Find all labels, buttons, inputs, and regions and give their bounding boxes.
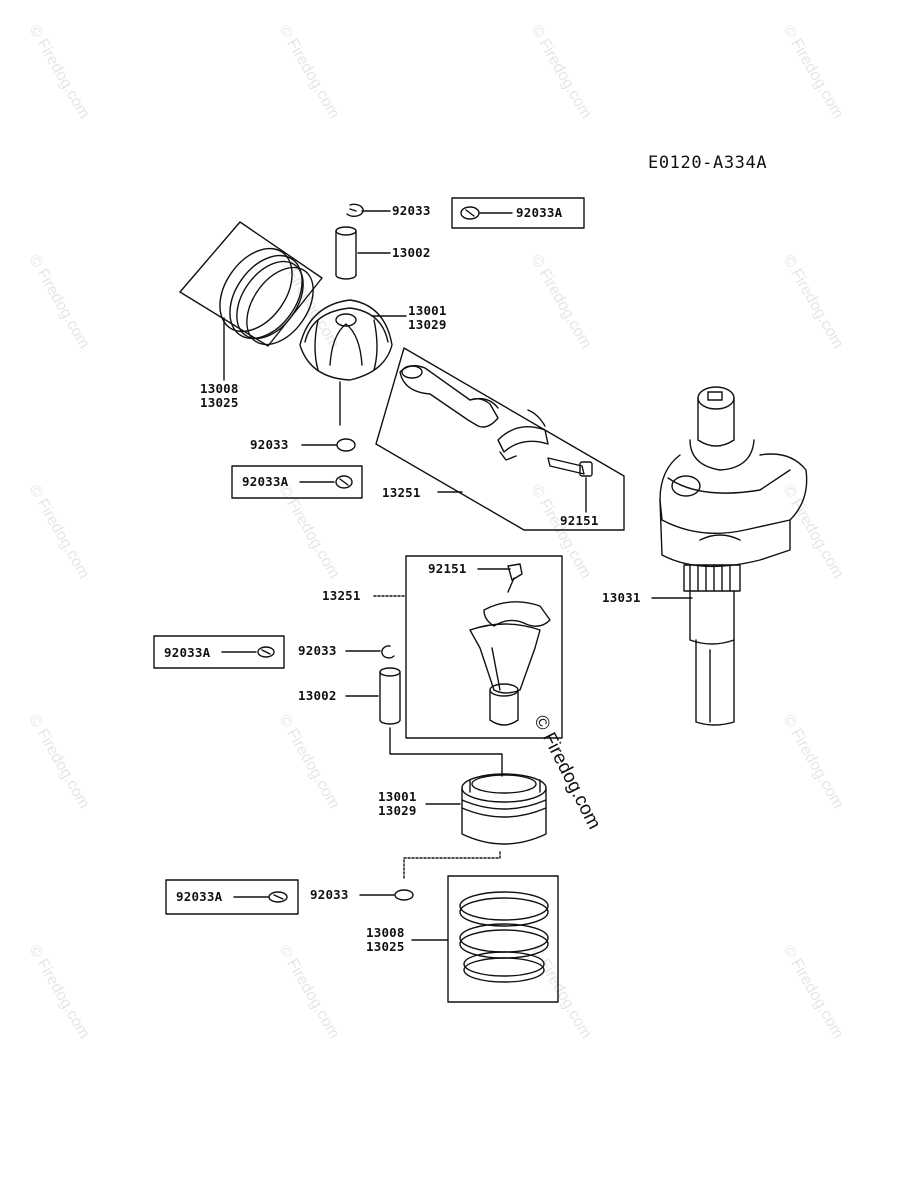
part-label-13029: 13029 — [408, 317, 447, 332]
piston-low — [461, 773, 547, 845]
part-label-13025: 13025 — [366, 939, 405, 954]
part-label-13025: 13025 — [200, 395, 239, 410]
piston-top — [299, 299, 393, 381]
part-label-13002: 13002 — [392, 245, 431, 260]
part-label-92033a: 92033A — [516, 205, 563, 220]
leader-line — [389, 727, 503, 777]
piston-pin-low — [379, 667, 401, 725]
part-label-13002: 13002 — [298, 688, 337, 703]
piston-rings-low-box — [447, 875, 559, 1003]
part-label-92151: 92151 — [428, 561, 467, 576]
leader-line — [403, 851, 501, 881]
part-label-92151: 92151 — [560, 513, 599, 528]
part-label-13251: 13251 — [382, 485, 421, 500]
crankshaft — [659, 386, 808, 726]
part-label-13008: 13008 — [366, 925, 405, 940]
connecting-rod-low — [469, 563, 551, 726]
snap-ring-icon — [335, 475, 353, 489]
part-label-13008: 13008 — [200, 381, 239, 396]
snap-ring-icon — [268, 891, 288, 903]
snap-ring-mid — [336, 438, 356, 452]
part-label-92033: 92033 — [298, 643, 337, 658]
part-label-92033: 92033 — [392, 203, 431, 218]
snap-ring-icon — [460, 206, 480, 220]
part-label-92033a: 92033A — [242, 474, 289, 489]
piston-rings-top-box — [179, 221, 323, 347]
snap-ring-top — [346, 203, 364, 217]
alt-part-box-top — [451, 197, 585, 229]
part-label-92033: 92033 — [250, 437, 289, 452]
part-label-92033a: 92033A — [164, 645, 211, 660]
connecting-rod-low-box — [405, 555, 563, 739]
snap-ring-icon — [257, 646, 275, 658]
part-label-13029: 13029 — [378, 803, 417, 818]
part-label-13001: 13001 — [408, 303, 447, 318]
part-label-13251: 13251 — [322, 588, 361, 603]
part-label-92033a: 92033A — [176, 889, 223, 904]
diagram-code: E0120-A334A — [648, 153, 768, 173]
piston-pin-top — [335, 226, 357, 280]
part-label-13031: 13031 — [602, 590, 641, 605]
part-label-13001: 13001 — [378, 789, 417, 804]
piston-rings-low — [459, 891, 549, 983]
alt-part-box-bottom — [165, 879, 299, 915]
snap-ring-bottom — [394, 889, 414, 901]
alt-part-box-mid — [231, 465, 363, 499]
connecting-rod-top-box — [375, 347, 625, 531]
alt-part-box-low — [153, 635, 285, 669]
snap-ring-low — [381, 645, 395, 659]
part-label-92033: 92033 — [310, 887, 349, 902]
